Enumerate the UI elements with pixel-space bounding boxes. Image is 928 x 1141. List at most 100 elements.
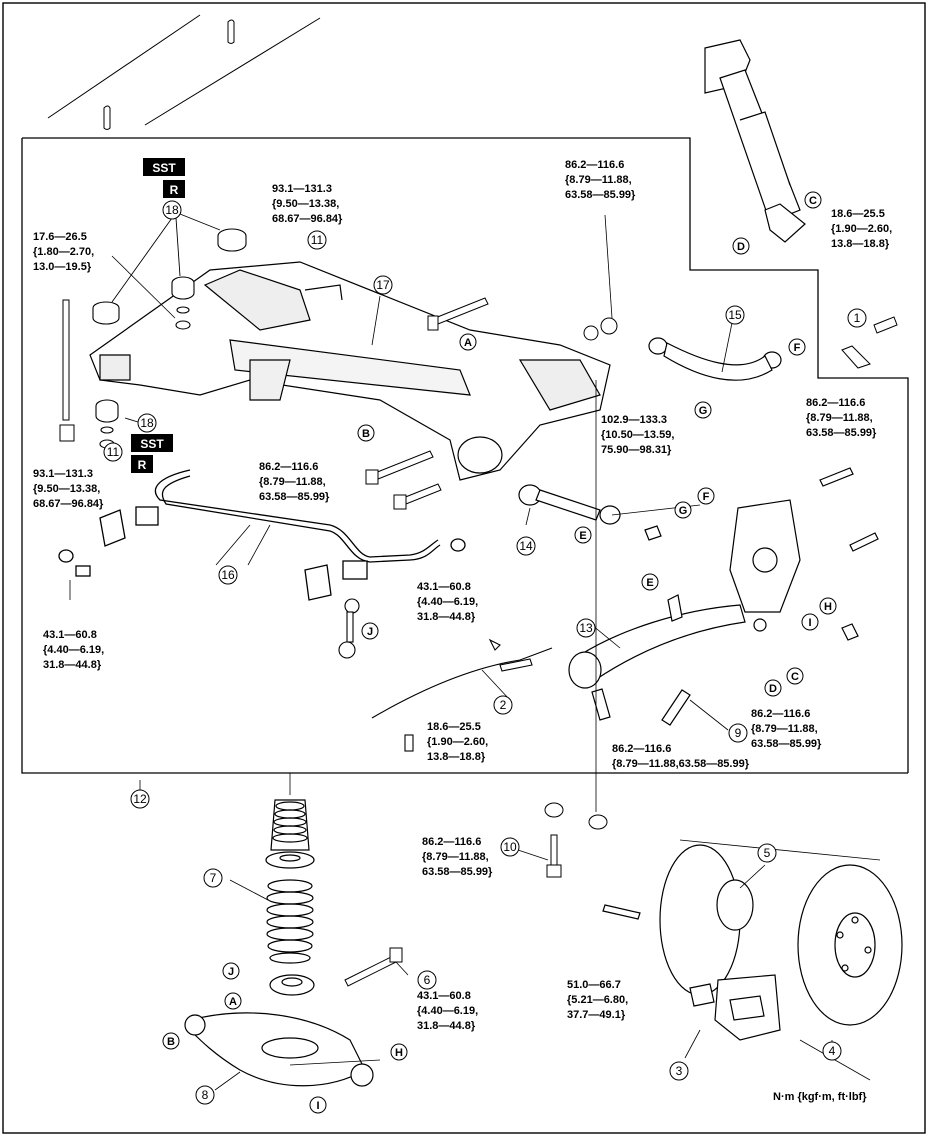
svg-text:43.1—60.8: 43.1—60.8	[417, 581, 471, 593]
callout-7: 7	[203, 868, 223, 888]
sst-badge-top: SST	[143, 158, 185, 176]
callout-12: 12	[130, 789, 150, 809]
svg-text:86.2—116.6: 86.2—116.6	[422, 836, 481, 848]
svg-text:9: 9	[735, 726, 742, 740]
r-badge-top: R	[163, 180, 185, 198]
svg-text:{10.50—13.59,: {10.50—13.59,	[601, 429, 674, 441]
svg-text:SST: SST	[152, 161, 176, 175]
svg-text:6: 6	[424, 973, 431, 987]
bolt-10	[544, 802, 608, 878]
svg-text:B: B	[362, 428, 370, 440]
svg-text:{4.40—6.19,: {4.40—6.19,	[417, 1005, 478, 1017]
ref-a-top: A	[459, 333, 477, 351]
svg-text:G: G	[679, 505, 688, 517]
svg-text:86.2—116.6: 86.2—116.6	[565, 159, 624, 171]
svg-text:SST: SST	[140, 437, 164, 451]
svg-text:D: D	[737, 241, 745, 253]
callout-13: 13	[576, 618, 596, 638]
svg-text:13.0—19.5}: 13.0—19.5}	[33, 261, 92, 273]
ref-c-trailing: C	[786, 667, 804, 685]
svg-text:J: J	[228, 966, 234, 978]
svg-text:4: 4	[829, 1044, 836, 1058]
knuckle	[644, 467, 879, 641]
torque-spec-15: 43.1—60.8{4.40—6.19,31.8—44.8}	[417, 990, 478, 1032]
svg-text:E: E	[579, 530, 586, 542]
svg-text:14: 14	[519, 539, 533, 553]
ref-e-link: E	[574, 526, 592, 544]
ref-j-link: J	[361, 622, 379, 640]
callout-15: 15	[725, 305, 745, 325]
ref-d-trailing: D	[764, 679, 782, 697]
svg-text:{1.90—2.60,: {1.90—2.60,	[831, 223, 892, 235]
svg-text:{9.50—13.38,: {9.50—13.38,	[33, 483, 100, 495]
svg-text:G: G	[699, 405, 708, 417]
svg-text:51.0—66.7: 51.0—66.7	[567, 979, 621, 991]
svg-text:A: A	[464, 337, 472, 349]
callout-3: 3	[669, 1061, 689, 1081]
svg-text:86.2—116.6: 86.2—116.6	[806, 397, 865, 409]
svg-text:{8.79—11.88,: {8.79—11.88,	[751, 723, 818, 735]
svg-text:C: C	[791, 671, 799, 683]
reference-letters: A B C D F G E G F E H I C D J J A B H I	[162, 191, 837, 1114]
svg-text:13: 13	[579, 621, 593, 635]
callout-2: 2	[493, 695, 513, 715]
shock-absorber	[704, 39, 806, 243]
ref-d-shock: D	[732, 237, 750, 255]
svg-text:63.58—85.99}: 63.58—85.99}	[422, 866, 493, 878]
torque-spec-16: 51.0—66.7{5.21—6.80,37.7—49.1}	[567, 979, 628, 1021]
svg-text:F: F	[794, 342, 801, 354]
ref-j-spring: J	[222, 962, 240, 980]
callout-16: 16	[218, 565, 238, 585]
toe-link	[518, 484, 621, 525]
torque-spec-6: 86.2—116.6{8.79—11.88,63.58—85.99}	[259, 461, 330, 503]
svg-text:75.90—98.31}: 75.90—98.31}	[601, 444, 672, 456]
svg-text:{8.79—11.88,: {8.79—11.88,	[565, 174, 632, 186]
torque-specs: 17.6—26.5{1.80—2.70,13.0—19.5} 93.1—131.…	[33, 159, 892, 1032]
svg-text:68.67—96.84}: 68.67—96.84}	[33, 498, 104, 510]
svg-text:43.1—60.8: 43.1—60.8	[417, 990, 471, 1002]
svg-text:17: 17	[376, 278, 390, 292]
svg-text:102.9—133.3: 102.9—133.3	[601, 414, 667, 426]
svg-text:12: 12	[133, 792, 147, 806]
crossmember-drawing	[89, 261, 611, 481]
svg-text:17.6—26.5: 17.6—26.5	[33, 231, 87, 243]
callout-6: 6	[417, 970, 437, 990]
parking-brake-cable	[371, 638, 553, 752]
callout-5: 5	[757, 843, 777, 863]
brake-caliper	[689, 974, 781, 1041]
svg-text:{1.80—2.70,: {1.80—2.70,	[33, 246, 94, 258]
svg-text:63.58—85.99}: 63.58—85.99}	[259, 491, 330, 503]
bolts-upper-right	[365, 297, 898, 510]
callout-1: 1	[847, 308, 867, 328]
svg-text:31.8—44.8}: 31.8—44.8}	[43, 659, 102, 671]
callout-14: 14	[516, 536, 536, 556]
svg-text:86.2—116.6: 86.2—116.6	[259, 461, 318, 473]
callout-17: 17	[373, 275, 393, 295]
svg-text:8: 8	[202, 1088, 209, 1102]
torque-spec-7: 102.9—133.3 {10.50—13.59, 75.90—98.31}	[601, 414, 674, 456]
ref-i-lower: I	[309, 1096, 327, 1114]
bushing-18-top	[92, 228, 247, 449]
ref-e-trailing: E	[641, 573, 659, 591]
upper-arm	[648, 337, 782, 381]
svg-text:J: J	[367, 626, 373, 638]
svg-text:F: F	[703, 491, 710, 503]
svg-text:{4.40—6.19,: {4.40—6.19,	[43, 644, 104, 656]
svg-text:10: 10	[503, 840, 517, 854]
torque-spec-10: 43.1—60.8{4.40—6.19,31.8—44.8}	[417, 581, 478, 623]
svg-text:18: 18	[165, 203, 179, 217]
brake-disc	[797, 864, 903, 1026]
svg-text:2: 2	[500, 698, 507, 712]
svg-text:13.8—18.8}: 13.8—18.8}	[427, 751, 486, 763]
ref-f-knuckle: F	[697, 487, 715, 505]
part-number-callouts: 1 2 3 4 5 6 7 8 9 10 11 11 12 13 14 15 1…	[103, 200, 867, 1105]
callout-10: 10	[500, 837, 520, 857]
callout-18-top: 18	[162, 200, 182, 220]
svg-text:D: D	[769, 683, 777, 695]
torque-spec-3: 86.2—116.6{8.79—11.88,63.58—85.99}	[565, 159, 636, 201]
torque-spec-9: 43.1—60.8{4.40—6.19,31.8—44.8}	[43, 629, 104, 671]
callout-8: 8	[195, 1085, 215, 1105]
ref-h-lower: H	[390, 1043, 408, 1061]
ref-c-shock: C	[804, 191, 822, 209]
